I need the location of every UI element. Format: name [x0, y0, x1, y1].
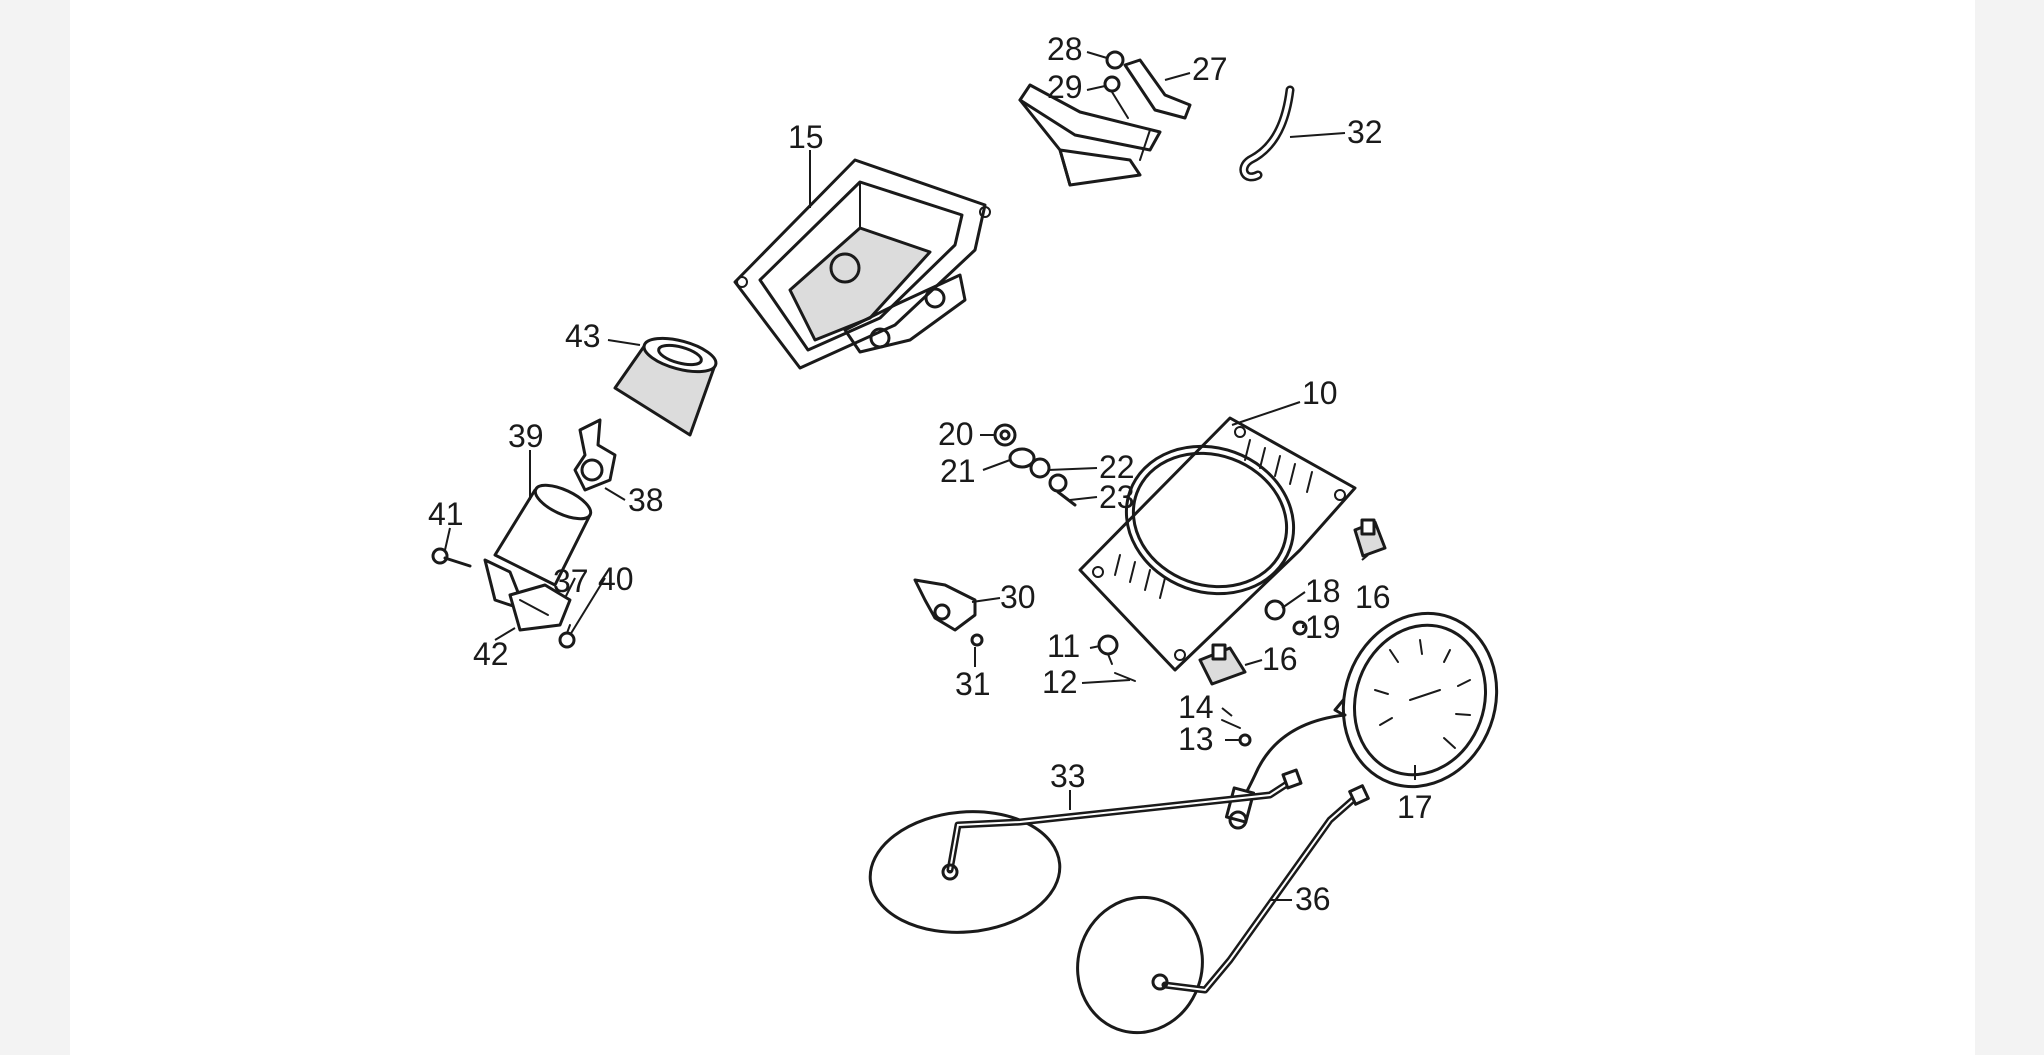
- mirror-left: [868, 768, 1303, 934]
- part-label-42: 42: [473, 636, 509, 672]
- instrument-housing: [733, 158, 991, 370]
- part-label-20: 20: [938, 416, 974, 452]
- mirror-right: [1076, 784, 1370, 1035]
- part-label-14: 14: [1178, 689, 1214, 725]
- part-label-17: 17: [1397, 789, 1433, 825]
- part-label-27: 27: [1192, 51, 1228, 87]
- part-label-33: 33: [1050, 758, 1086, 794]
- part-label-40: 40: [598, 561, 634, 597]
- part-label-15: 15: [788, 119, 824, 155]
- part-label-39: 39: [508, 418, 544, 454]
- part-label-38: 38: [628, 482, 664, 518]
- switch-cover: [613, 336, 718, 437]
- part-label-43: 43: [565, 318, 601, 354]
- leader-lines: [444, 51, 1416, 901]
- toggle-switch-upper: [1353, 518, 1387, 558]
- part-label-18: 18: [1305, 573, 1341, 609]
- part-label-19: 19: [1305, 609, 1341, 645]
- part-label-13: 13: [1178, 721, 1214, 757]
- part-label-30: 30: [1000, 579, 1036, 615]
- part-label-29: 29: [1047, 69, 1083, 105]
- part-label-16-lower: 16: [1262, 641, 1298, 677]
- instrument-panel-plate: [1078, 416, 1357, 672]
- part-label-23: 23: [1099, 479, 1135, 515]
- part-label-32: 32: [1347, 114, 1383, 150]
- fastener-set: [993, 423, 1077, 507]
- part-label-31: 31: [955, 666, 991, 702]
- ignition-switch-assembly: [431, 418, 617, 649]
- part-label-36: 36: [1295, 881, 1331, 917]
- mounting-bracket: [1018, 50, 1192, 187]
- part-number-labels: 28 27 29 32 15 43 10 39 20 22 21 38 23 4…: [428, 31, 1433, 917]
- part-label-11: 11: [1047, 628, 1080, 664]
- part-label-37: 37: [553, 563, 589, 599]
- lever-bracket: [913, 578, 984, 647]
- part-label-41: 41: [428, 496, 464, 532]
- part-label-21: 21: [940, 453, 976, 489]
- part-label-10: 10: [1302, 375, 1338, 411]
- part-label-12: 12: [1042, 664, 1078, 700]
- toggle-switch-lower: [1198, 643, 1247, 686]
- part-label-22: 22: [1099, 449, 1135, 485]
- part-label-16-upper: 16: [1355, 579, 1391, 615]
- part-label-28: 28: [1047, 31, 1083, 67]
- hose: [1239, 85, 1295, 182]
